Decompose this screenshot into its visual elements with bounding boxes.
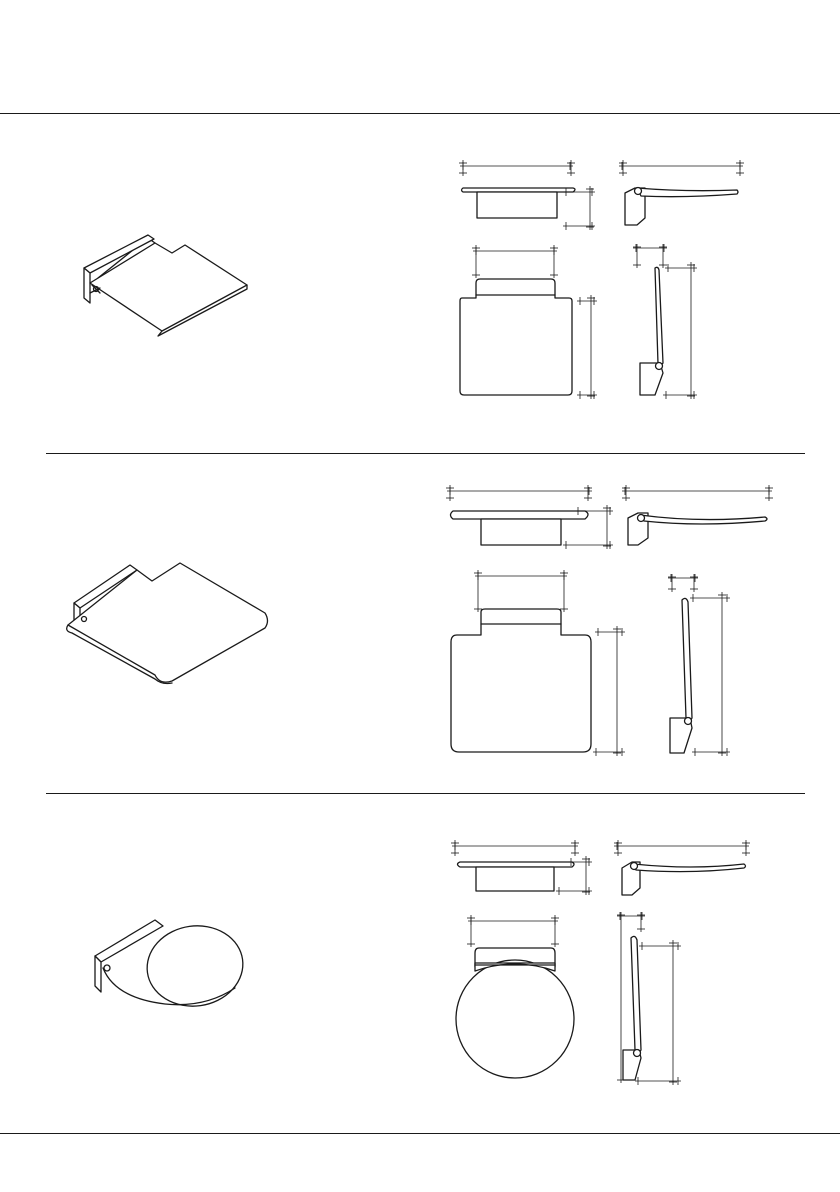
round-seat-perspective-view [85,908,255,1018]
wide-seat-side-folded-view [660,568,740,763]
product-round-seat [0,793,840,1133]
product-square-seat [0,113,840,453]
product-wide-seat [0,453,840,793]
square-seat-side-view [615,158,755,238]
square-seat-side-folded-view [625,238,705,408]
round-seat-top-view [450,838,600,918]
round-seat-front-view [450,913,600,1088]
square-seat-front-view [455,243,605,403]
footer-rule [0,1133,840,1134]
wide-seat-front-view [445,568,635,763]
square-seat-perspective-view [70,223,260,353]
wide-seat-side-view [620,483,790,563]
square-seat-top-view [455,158,605,238]
wide-seat-top-view [445,483,625,563]
round-seat-side-folded-view [605,908,695,1093]
round-seat-side-view [612,838,762,918]
wide-seat-perspective-view [60,553,280,693]
